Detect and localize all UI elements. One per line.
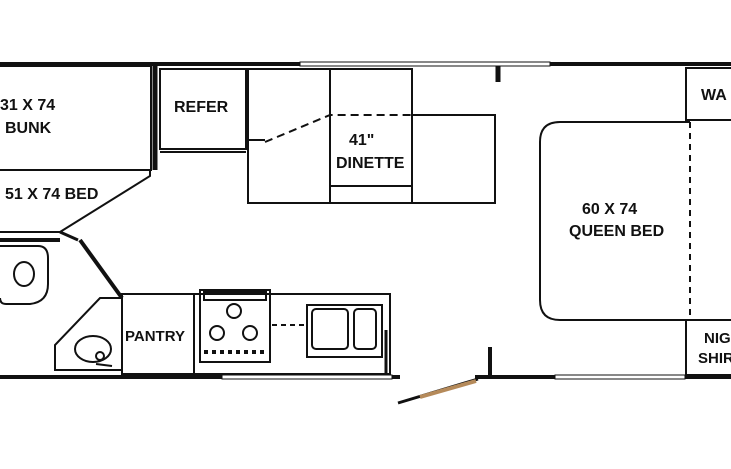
bottom-window-right (554, 374, 686, 380)
toilet (0, 245, 49, 305)
bathroom (0, 230, 124, 371)
refer-label: REFER (174, 99, 229, 116)
dinette-label: DINETTE (336, 155, 405, 172)
queen-bed-outline (539, 121, 690, 321)
nightstand-label-2: SHIR (698, 350, 731, 367)
bathroom-faucet-handle (95, 363, 113, 367)
vanity (54, 297, 123, 371)
exterior-walls (0, 61, 731, 380)
queen-bed-size: 60 X 74 (582, 201, 637, 218)
bathroom-sink (74, 335, 112, 363)
burner-back (226, 303, 242, 319)
wardrobe (685, 67, 731, 121)
bathroom-door (78, 238, 124, 300)
galley-counter (193, 293, 391, 375)
nightstand-label-1: NIG (704, 330, 731, 347)
kitchen-sink (306, 304, 383, 358)
bedroom-storage (685, 67, 731, 376)
door-swing (419, 379, 477, 399)
bathroom-wall-angle (59, 230, 79, 242)
sink-basin-right (353, 308, 377, 350)
bathroom-faucet (95, 351, 105, 361)
burner-front-left (209, 325, 225, 341)
dinette-conversion-line (264, 114, 495, 143)
bunk-label-name: BUNK (5, 120, 52, 137)
queen-bed (539, 121, 691, 321)
range-hood (203, 291, 267, 301)
bed-51x74 (0, 169, 151, 233)
bottom-window-left (221, 374, 393, 380)
refer-box (159, 68, 247, 150)
dinette-seat-left (247, 68, 331, 204)
sink-basin-left (311, 308, 349, 350)
toilet-bowl (13, 261, 35, 287)
kitchen (121, 289, 391, 375)
dinette-seat-right (411, 114, 496, 204)
bed-51-label: 51 X 74 BED (5, 186, 98, 203)
bunk-label-size: 31 X 74 (0, 97, 55, 114)
pantry-label: PANTRY (125, 328, 185, 345)
burner-front-right (242, 325, 258, 341)
refrigerator (159, 68, 247, 153)
bunk-room (0, 65, 158, 242)
entry-door (397, 347, 492, 405)
queen-bed-label: QUEEN BED (569, 223, 664, 240)
dinette-size-label: 41" (349, 132, 374, 149)
range (199, 289, 271, 363)
nightstand (685, 319, 731, 376)
dinette (247, 68, 496, 204)
bunk-31x74 (0, 65, 152, 171)
top-window (299, 61, 551, 67)
wardrobe-label: WA (701, 87, 727, 104)
